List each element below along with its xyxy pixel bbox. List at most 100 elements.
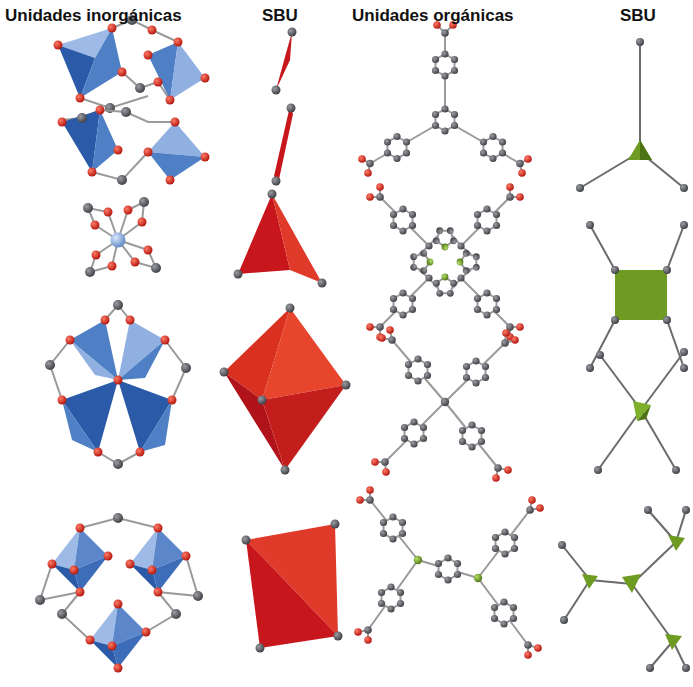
- inorganic-unit-part: [92, 110, 118, 172]
- organic-unit-part-part: [376, 183, 384, 191]
- inorganic-unit-part-part: [85, 267, 95, 277]
- inorganic-unit-part-part: [57, 609, 67, 619]
- organic-unit-part-part: [366, 496, 374, 504]
- organic-sbu-part-part: [682, 506, 690, 514]
- inorganic-unit-part-part: [70, 566, 79, 575]
- organic-sbu-part-part: [636, 38, 644, 46]
- organic-sbu: [558, 38, 690, 672]
- inorganic-unit-part: [90, 640, 118, 668]
- organic-sbu-part-part: [560, 616, 568, 624]
- organic-unit-part-part: [524, 651, 532, 659]
- inorganic-unit-part: [58, 316, 177, 457]
- organic-unit-part: [492, 528, 518, 557]
- organic-unit-part: [390, 205, 416, 234]
- organic-unit-part-part: [425, 274, 432, 281]
- inorganic-unit-part: [80, 20, 178, 108]
- inorganic-sbu-part-part: [318, 279, 327, 288]
- organic-unit-part: [381, 336, 509, 472]
- inorganic-unit-part-part: [144, 246, 153, 255]
- organic-sbu-part-part: [680, 348, 688, 356]
- organic-sbu-part-part: [667, 225, 684, 270]
- organic-unit-part: [376, 193, 514, 331]
- organic-sbu-part-part: [650, 641, 673, 668]
- inorganic-unit-part-part: [148, 26, 157, 35]
- inorganic-sbu-part-part: [234, 270, 243, 279]
- organic-unit-part-part: [461, 197, 510, 246]
- organic-unit-part: [414, 556, 482, 582]
- inorganic-unit-part-part: [182, 552, 191, 561]
- inorganic-unit-part-part: [171, 609, 181, 619]
- inorganic-sbu-part-part: [272, 177, 281, 186]
- inorganic-unit-part: [111, 233, 126, 248]
- organic-unit-part-part: [354, 628, 362, 636]
- organic-unit-part: [432, 105, 458, 134]
- inorganic-unit-part: [35, 513, 203, 619]
- inorganic-unit-part-part: [77, 113, 87, 123]
- organic-sbu-part: [665, 634, 682, 650]
- organic-unit-part-part: [366, 193, 374, 201]
- inorganic-sbu-part: [262, 308, 346, 400]
- inorganic-unit-part: [140, 400, 172, 452]
- organic-unit-part-part: [474, 574, 482, 582]
- organic-unit-part: [401, 418, 427, 447]
- inorganic-unit-part: [70, 340, 118, 380]
- inorganic-unit-part-part: [91, 221, 100, 230]
- organic-unit-part: [405, 355, 431, 384]
- organic-unit-part-part: [414, 556, 422, 564]
- inorganic-sbu-part-part: [334, 632, 343, 641]
- inorganic-unit-part-part: [193, 591, 203, 601]
- organic-unit-part: [390, 289, 416, 318]
- column-header: Unidades inorgánicas: [5, 6, 182, 26]
- inorganic-sbu-part: [220, 28, 351, 653]
- inorganic-unit-part: [83, 197, 161, 277]
- organic-sbu-part: [562, 42, 686, 668]
- inorganic-unit-part: [118, 380, 172, 452]
- organic-sbu-part: [637, 405, 651, 421]
- organic-unit-part: [384, 133, 410, 162]
- organic-unit-part-part: [457, 242, 464, 249]
- organic-unit-part: [378, 583, 404, 612]
- inorganic-unit-part-part: [104, 208, 113, 217]
- organic-unit-part-part: [445, 402, 498, 468]
- inorganic-unit-part-part: [66, 336, 75, 345]
- organic-sbu-part-part: [586, 364, 594, 372]
- inorganic-unit-part-part: [136, 448, 145, 457]
- organic-unit-part-part: [380, 278, 429, 327]
- inorganic-unit-part-part: [35, 595, 45, 605]
- inorganic-unit-part-part: [48, 560, 57, 569]
- organic-unit-part-part: [381, 458, 389, 466]
- inorganic-unit-part: [148, 152, 205, 180]
- organic-unit-part-part: [388, 336, 396, 344]
- organic-sbu-part-part: [590, 320, 615, 368]
- inorganic-sbu-part: [274, 106, 293, 184]
- inorganic-unit-part-part: [117, 175, 127, 185]
- organic-unit-part: [354, 486, 544, 659]
- inorganic-sbu-part-part: [281, 466, 290, 475]
- organic-unit: [354, 21, 544, 659]
- inorganic-unit-part-part: [100, 110, 175, 122]
- inorganic-unit-part-part: [96, 106, 105, 115]
- organic-unit-part-part: [371, 458, 379, 466]
- inorganic-unit-part: [70, 320, 118, 380]
- organic-unit-part-part: [494, 464, 502, 472]
- inorganic-unit-part-part: [54, 41, 63, 50]
- organic-unit-part: [432, 50, 458, 79]
- organic-unit-part-part: [385, 402, 445, 462]
- organic-sbu-part-part: [639, 42, 641, 152]
- inorganic-sbu: [220, 28, 351, 653]
- organic-unit-part-part: [534, 644, 542, 652]
- inorganic-unit-part-part: [108, 262, 117, 271]
- organic-unit-part-part: [382, 468, 390, 476]
- inorganic-unit-part-part: [40, 564, 80, 600]
- inorganic-unit-part-part: [126, 560, 135, 569]
- organic-unit-part: [358, 490, 540, 655]
- organic-sbu-part-part: [594, 466, 602, 474]
- inorganic-unit-part-part: [76, 524, 85, 533]
- inorganic-unit-part: [118, 340, 165, 380]
- organic-sbu-part-part: [672, 466, 680, 474]
- organic-sbu-part: [622, 574, 641, 593]
- organic-unit-part-part: [376, 323, 384, 331]
- organic-sbu-part-part: [646, 664, 654, 672]
- column-header: Unidades orgánicas: [352, 6, 514, 26]
